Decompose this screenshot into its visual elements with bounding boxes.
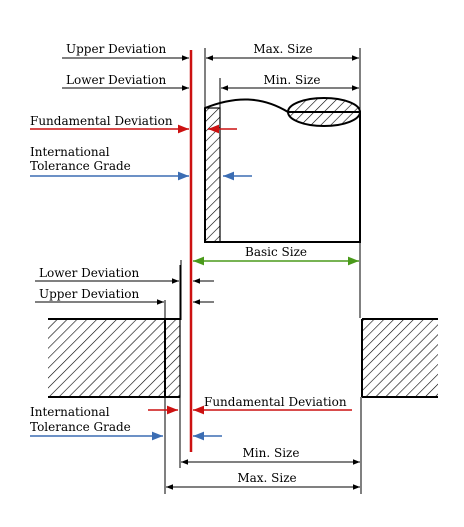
hole-upper-deviation-label: Upper Deviation [39,287,140,301]
hole-max-size-label: Max. Size [237,471,296,485]
shaft [204,97,361,243]
hole-tolerance-grade-label-line1: International [30,405,110,419]
shaft-tolerance-grade-label-line2: Tolerance Grade [30,159,131,173]
shaft-tolerance-zone [204,107,221,243]
shaft-tolerance-grade-label-line1: International [30,145,110,159]
hole-fundamental-deviation-label: Fundamental Deviation [204,395,347,409]
shaft-upper-deviation-label: Upper Deviation [66,42,167,56]
shaft-lower-deviation-label: Lower Deviation [66,73,166,87]
shaft-max-size-label: Max. Size [253,42,312,56]
hole [48,318,438,398]
hole-tolerance-zone [164,318,181,398]
shaft-section [287,97,361,127]
shaft-min-size-label: Min. Size [264,73,321,87]
hole-tolerance-grade-label-line2: Tolerance Grade [30,420,131,434]
basic-size-label: Basic Size [245,245,307,259]
hole-lower-deviation-label: Lower Deviation [39,266,139,280]
shaft-fundamental-deviation-label: Fundamental Deviation [30,114,173,128]
hole-right-block [362,319,438,397]
hole-left-block [48,319,165,397]
hole-min-size-label: Min. Size [243,446,300,460]
